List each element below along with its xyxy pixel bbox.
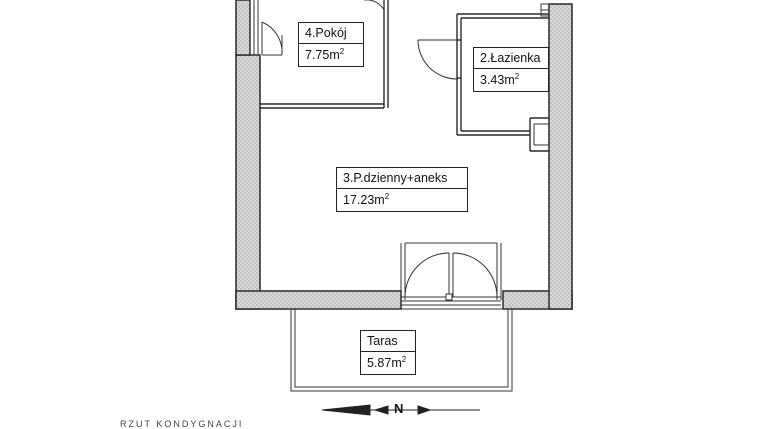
door-pokoj-right bbox=[364, 0, 385, 11]
room-area: 17.23m2 bbox=[337, 189, 467, 211]
door-pokoj bbox=[261, 21, 283, 56]
compass-line bbox=[321, 404, 480, 416]
area-value: 17.23m bbox=[343, 193, 385, 207]
room-name: 2.Łazienka bbox=[474, 48, 548, 69]
exterior-walls bbox=[235, 0, 573, 310]
balcony-door bbox=[400, 242, 502, 306]
compass-north-label: N bbox=[394, 401, 404, 416]
room-name: Taras bbox=[361, 331, 415, 352]
room-label-taras: Taras 5.87m2 bbox=[360, 330, 416, 375]
terrace-outline bbox=[290, 308, 513, 392]
room-label-pokoj-dzienny: 3.P.dzienny+aneks 17.23m2 bbox=[336, 167, 468, 212]
room-area: 7.75m2 bbox=[299, 44, 363, 66]
room-name: 3.P.dzienny+aneks bbox=[337, 168, 467, 189]
area-value: 7.75m bbox=[305, 48, 340, 62]
area-unit-sup: 2 bbox=[514, 71, 520, 81]
room-area: 5.87m2 bbox=[361, 352, 415, 374]
area-value: 5.87m bbox=[367, 356, 402, 370]
room-name: 4.Pokój bbox=[299, 23, 363, 44]
window-top-left bbox=[249, 0, 259, 55]
area-unit-sup: 2 bbox=[401, 354, 407, 364]
door-lazienka bbox=[417, 39, 458, 80]
interior-walls bbox=[260, 0, 549, 152]
area-value: 3.43m bbox=[480, 73, 515, 87]
room-label-pokoj: 4.Pokój 7.75m2 bbox=[298, 22, 364, 67]
bathroom-fixture bbox=[533, 123, 549, 146]
area-unit-sup: 2 bbox=[384, 191, 390, 201]
corner-detail bbox=[540, 3, 550, 17]
room-area: 3.43m2 bbox=[474, 69, 548, 91]
room-label-lazienka: 2.Łazienka 3.43m2 bbox=[473, 47, 549, 92]
area-unit-sup: 2 bbox=[339, 46, 345, 56]
footer-caption: RZUT KONDYGNACJI bbox=[120, 419, 244, 429]
